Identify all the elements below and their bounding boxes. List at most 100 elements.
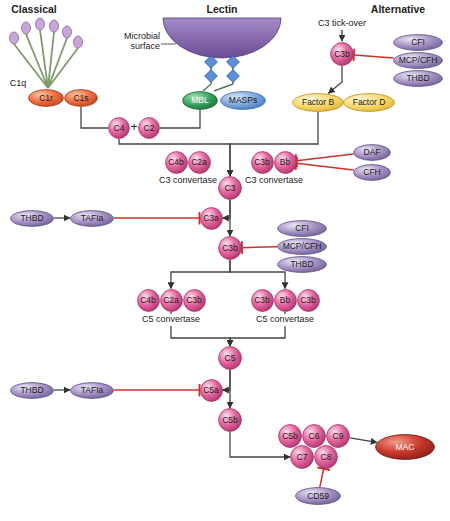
node-shape <box>188 151 210 173</box>
carbohydrate-diamond <box>205 70 218 83</box>
node-shape <box>354 144 391 160</box>
factor-oval: Factor B <box>292 93 344 112</box>
complement-protein: C3b <box>251 151 274 174</box>
regulator-oval: DAF <box>353 144 391 161</box>
node-shape <box>65 90 98 107</box>
activation-arrow <box>229 200 230 236</box>
node-text: C3a <box>203 214 219 223</box>
node-shape <box>394 34 443 50</box>
node-shape <box>109 118 130 139</box>
node-text: C3 <box>225 184 236 193</box>
node-shape <box>293 93 344 111</box>
complement-protein: C3b <box>251 289 274 312</box>
node-shape <box>219 237 242 260</box>
node-text: C5b <box>222 416 238 425</box>
regulator-oval: THBD <box>393 70 443 87</box>
complement-protein: C3b <box>218 236 242 260</box>
pathway-heading: Lectin <box>207 4 238 16</box>
node-shape <box>251 151 273 173</box>
complement-protein: C5 <box>218 346 242 370</box>
node-text: C6 <box>309 432 320 441</box>
node-shape <box>200 379 222 401</box>
enzyme-label: C3 convertase <box>159 176 217 186</box>
node-text: MCP/CFH <box>283 242 322 251</box>
c1q-head <box>22 22 31 34</box>
node-shape <box>11 210 54 226</box>
tick-over-arrow <box>341 30 342 41</box>
node-text: MBL <box>191 96 208 105</box>
node-text: C2 <box>144 124 155 133</box>
inhibition-line <box>320 469 324 487</box>
inhibition-line <box>296 154 353 161</box>
node-text: MASPs <box>229 96 257 105</box>
node-text: C2a <box>163 296 179 305</box>
node-text: DAF <box>364 148 381 157</box>
node-text: C3b <box>186 296 202 305</box>
node-shape <box>274 151 296 173</box>
enzyme-label: C3 convertase <box>245 176 303 186</box>
c1q-molecule <box>10 18 83 88</box>
regulator-oval: CD59 <box>295 487 341 505</box>
node-text: Factor B <box>302 98 334 107</box>
activation-arrow <box>171 260 230 289</box>
node-shape <box>29 90 64 107</box>
c1q-head <box>10 32 19 44</box>
node-shape <box>139 118 160 139</box>
carbohydrate-diamond <box>227 70 240 83</box>
node-text: Bb <box>280 158 290 167</box>
complement-protein: C4b <box>137 289 160 312</box>
molecule-label: C1q <box>10 79 27 89</box>
node-shape <box>394 52 443 68</box>
node-text: CFI <box>411 38 425 47</box>
node-text: C8 <box>321 453 332 462</box>
regulator-oval: CFI <box>277 220 327 237</box>
complement-protein: C5b <box>218 408 242 432</box>
factor-oval: Factor D <box>343 93 395 112</box>
node-text: TAFIa <box>81 386 104 395</box>
lectin-oval: MBL <box>182 91 218 110</box>
pathway-heading: Classical <box>11 4 57 16</box>
complement-protein: C8 <box>314 445 338 469</box>
node-shape <box>137 289 159 311</box>
complement-protein: C7 <box>290 445 314 469</box>
inhibition-line <box>114 389 200 391</box>
node-text: Factor D <box>353 98 386 107</box>
activation-arrow <box>119 139 230 176</box>
node-shape <box>278 220 327 236</box>
inhibition-line <box>296 163 353 170</box>
node-shape <box>279 425 302 448</box>
structure-label: Microbial surface <box>108 32 160 52</box>
node-text: C1s <box>73 94 88 103</box>
protease-oval: C1r <box>28 89 64 107</box>
node-text: CFI <box>295 224 309 233</box>
node-shape <box>344 93 395 111</box>
c1q-head <box>50 20 59 32</box>
complement-protein: C5a <box>200 379 223 402</box>
node-text: C3b <box>300 296 316 305</box>
mbl-binding <box>203 56 239 91</box>
enzyme-label: C5 convertase <box>254 314 316 326</box>
node-text: C3b <box>254 158 270 167</box>
complement-protein: C3 <box>218 176 242 200</box>
node-text: MCP/CFH <box>399 56 438 65</box>
connector-layer <box>54 55 394 487</box>
complement-protein: Bb <box>274 151 297 174</box>
node-text: C5 <box>225 354 236 363</box>
node-text: CD59 <box>307 492 329 501</box>
node-shape <box>394 70 443 86</box>
node-shape <box>331 43 354 66</box>
inhibition-line <box>354 55 394 58</box>
node-shape <box>71 210 114 226</box>
node-shape <box>71 382 114 398</box>
node-shape <box>274 289 296 311</box>
node-text: C1r <box>39 94 53 103</box>
node-text: C3b <box>334 50 350 59</box>
node-text: THBD <box>290 260 313 269</box>
node-text: Bb <box>280 296 290 305</box>
enzyme-label: C5 convertase <box>140 314 202 326</box>
node-text: THBD <box>20 386 43 395</box>
regulator-oval: CFH <box>353 164 391 181</box>
activation-arrow <box>230 260 285 289</box>
node-text: THBD <box>20 214 43 223</box>
